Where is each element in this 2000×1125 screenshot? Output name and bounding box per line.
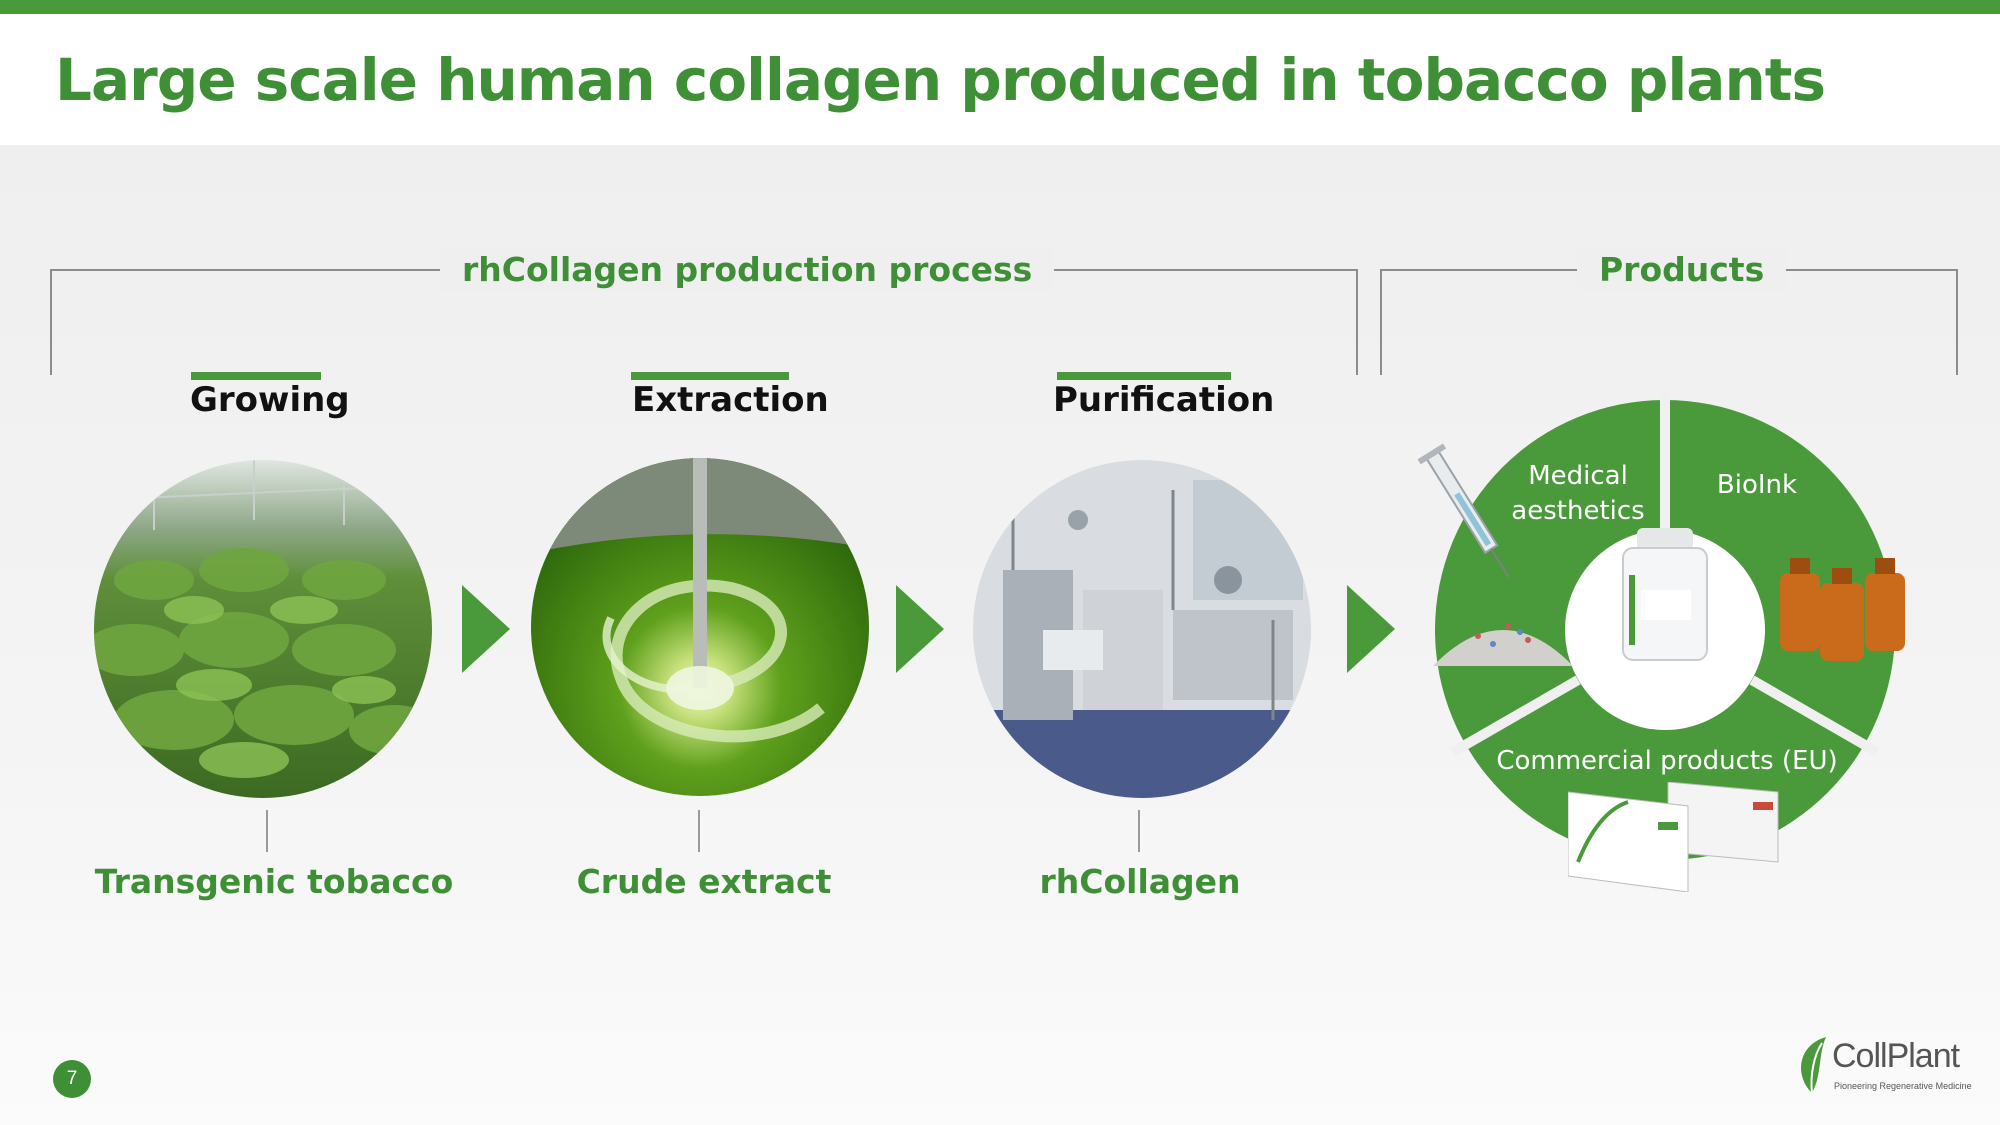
extraction-connector: [698, 810, 700, 852]
collplant-logo: CollPlant Pioneering Regenerative Medici…: [1792, 1035, 1972, 1099]
process-label: rhCollagen production process: [440, 248, 1055, 291]
syringe-icon: [1417, 443, 1510, 578]
purification-connector: [1138, 810, 1140, 852]
scaffold-dome-icon: [1433, 623, 1573, 666]
products-wheel: Medical aesthetics BioInk Commercial pro…: [1435, 390, 1895, 860]
bioink-vials-icon: [1780, 558, 1905, 661]
logo-name: CollPlant: [1832, 1037, 1960, 1075]
growing-connector: [266, 810, 268, 852]
product-bioink: BioInk: [1717, 470, 1797, 500]
logo-tagline: Pioneering Regenerative Medicine: [1834, 1081, 1972, 1091]
product-medical-line1: Medical: [1528, 461, 1628, 491]
product-medical-line2: aesthetics: [1511, 496, 1644, 526]
page-number: 7: [53, 1060, 91, 1098]
stage-purification-label: Purification: [1053, 380, 1275, 420]
slide-title: Large scale human collagen produced in t…: [55, 46, 1826, 114]
top-accent-bar: [0, 0, 2000, 14]
arrow-icon: [1347, 585, 1395, 673]
tobacco-plants-image: [94, 460, 432, 798]
collagen-bottle-icon: [1622, 528, 1708, 661]
output-rhcollagen: rhCollagen: [1039, 862, 1241, 901]
extraction-vat-image: [531, 458, 869, 796]
arrow-icon: [896, 585, 944, 673]
output-crude-extract: Crude extract: [576, 862, 832, 901]
extraction-accent-bar: [631, 372, 789, 380]
growing-accent-bar: [191, 372, 321, 380]
stage-growing-label: Growing: [190, 380, 350, 420]
commercial-boxes-icon: [1568, 782, 1779, 892]
leaf-logo-icon: [1801, 1037, 1826, 1094]
purification-lab-image: [973, 460, 1311, 798]
output-transgenic-tobacco: Transgenic tobacco: [94, 862, 454, 901]
products-label: Products: [1577, 248, 1787, 291]
purification-accent-bar: [1057, 372, 1231, 380]
product-commercial: Commercial products (EU): [1496, 746, 1837, 776]
stage-extraction-label: Extraction: [632, 380, 829, 420]
arrow-icon: [462, 585, 510, 673]
